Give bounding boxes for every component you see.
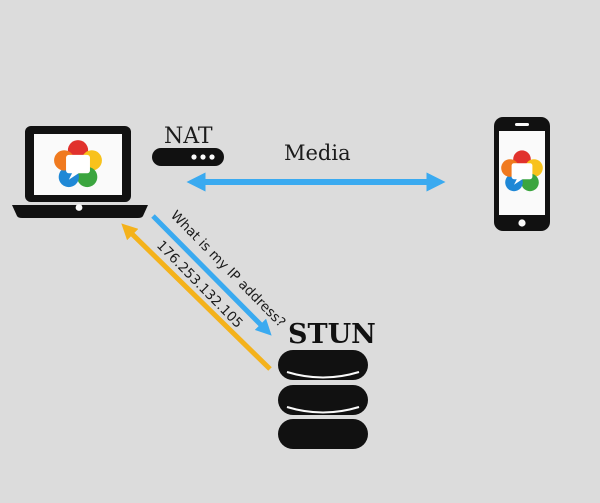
nat-label: NAT (164, 124, 213, 149)
response-arrow (121, 223, 272, 371)
database-server-icon (278, 350, 368, 449)
nat-router-icon (152, 148, 224, 166)
laptop-icon (12, 126, 148, 218)
media-label: Media (284, 141, 351, 165)
smartphone-icon (494, 117, 550, 231)
stun-label: STUN (288, 319, 376, 350)
request-arrow (151, 214, 272, 336)
